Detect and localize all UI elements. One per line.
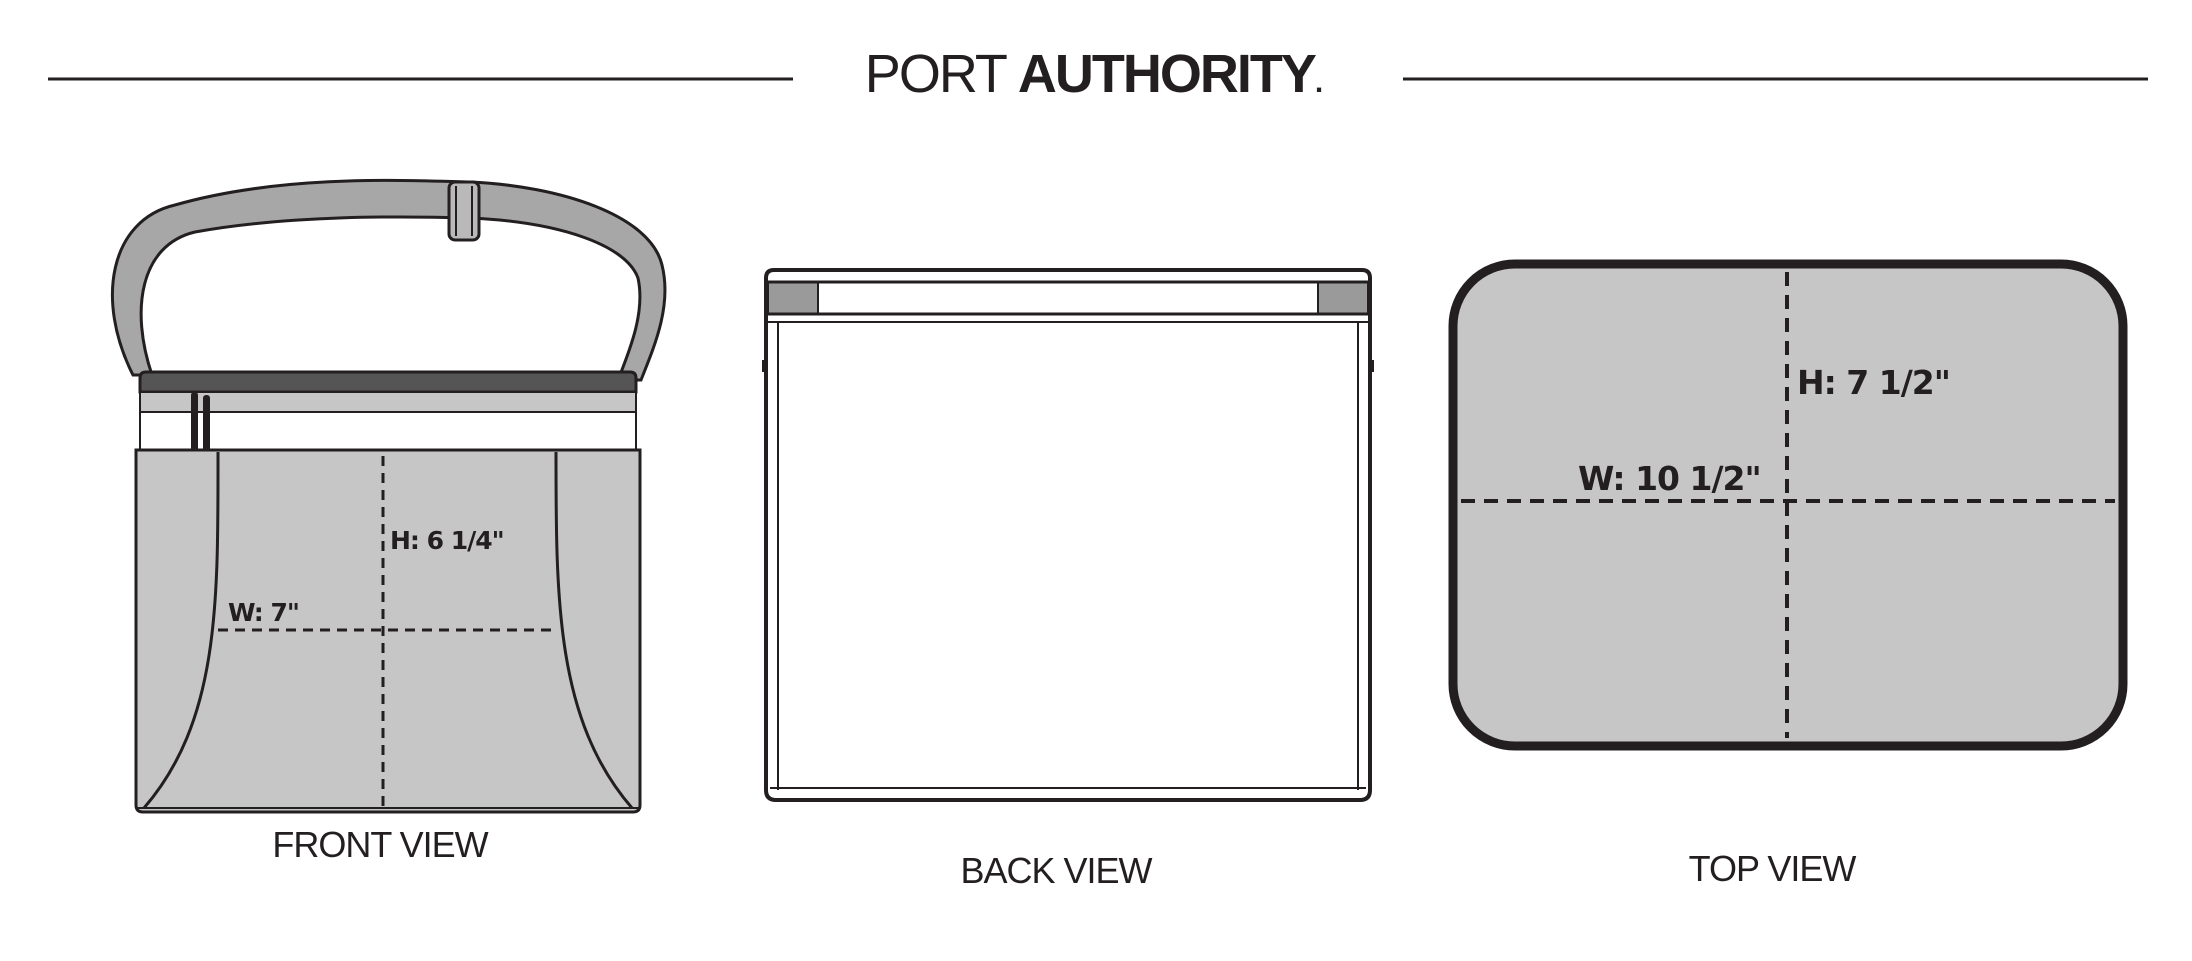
- back-view: BACK VIEW: [762, 268, 1374, 891]
- front-strap: [110, 178, 667, 382]
- top-view-caption: TOP VIEW: [1689, 848, 1857, 889]
- brand-logo-dot: .: [1315, 66, 1322, 99]
- back-lid-left-cap: [767, 281, 819, 315]
- brand-logo-light: PORT: [865, 44, 1018, 104]
- front-view: H: 6 1/4" W: 7" FRONT VIEW: [110, 178, 667, 865]
- brand-logo: PORT AUTHORITY.: [865, 44, 1322, 104]
- front-lid: [138, 370, 638, 394]
- front-view-caption: FRONT VIEW: [272, 824, 488, 865]
- top-width-label: W: 10 1/2": [1578, 459, 1761, 498]
- top-height-label: H: 7 1/2": [1797, 363, 1950, 402]
- front-lid-band: [139, 391, 637, 413]
- back-body: [764, 268, 1372, 802]
- brand-logo-bold: AUTHORITY: [1018, 44, 1317, 104]
- front-zipper-band: [139, 411, 637, 451]
- front-gusset-right: [554, 451, 634, 809]
- back-lid-right-cap: [1317, 281, 1369, 315]
- top-view: H: 7 1/2" W: 10 1/2" TOP VIEW: [1448, 259, 2128, 889]
- front-width-label: W: 7": [228, 598, 299, 627]
- header: PORT AUTHORITY.: [48, 44, 2148, 104]
- back-view-caption: BACK VIEW: [960, 850, 1152, 891]
- zipper-pull-icon: [191, 392, 210, 458]
- front-height-label: H: 6 1/4": [390, 526, 504, 555]
- strap-buckle: [447, 180, 481, 242]
- front-gusset-left: [142, 451, 220, 809]
